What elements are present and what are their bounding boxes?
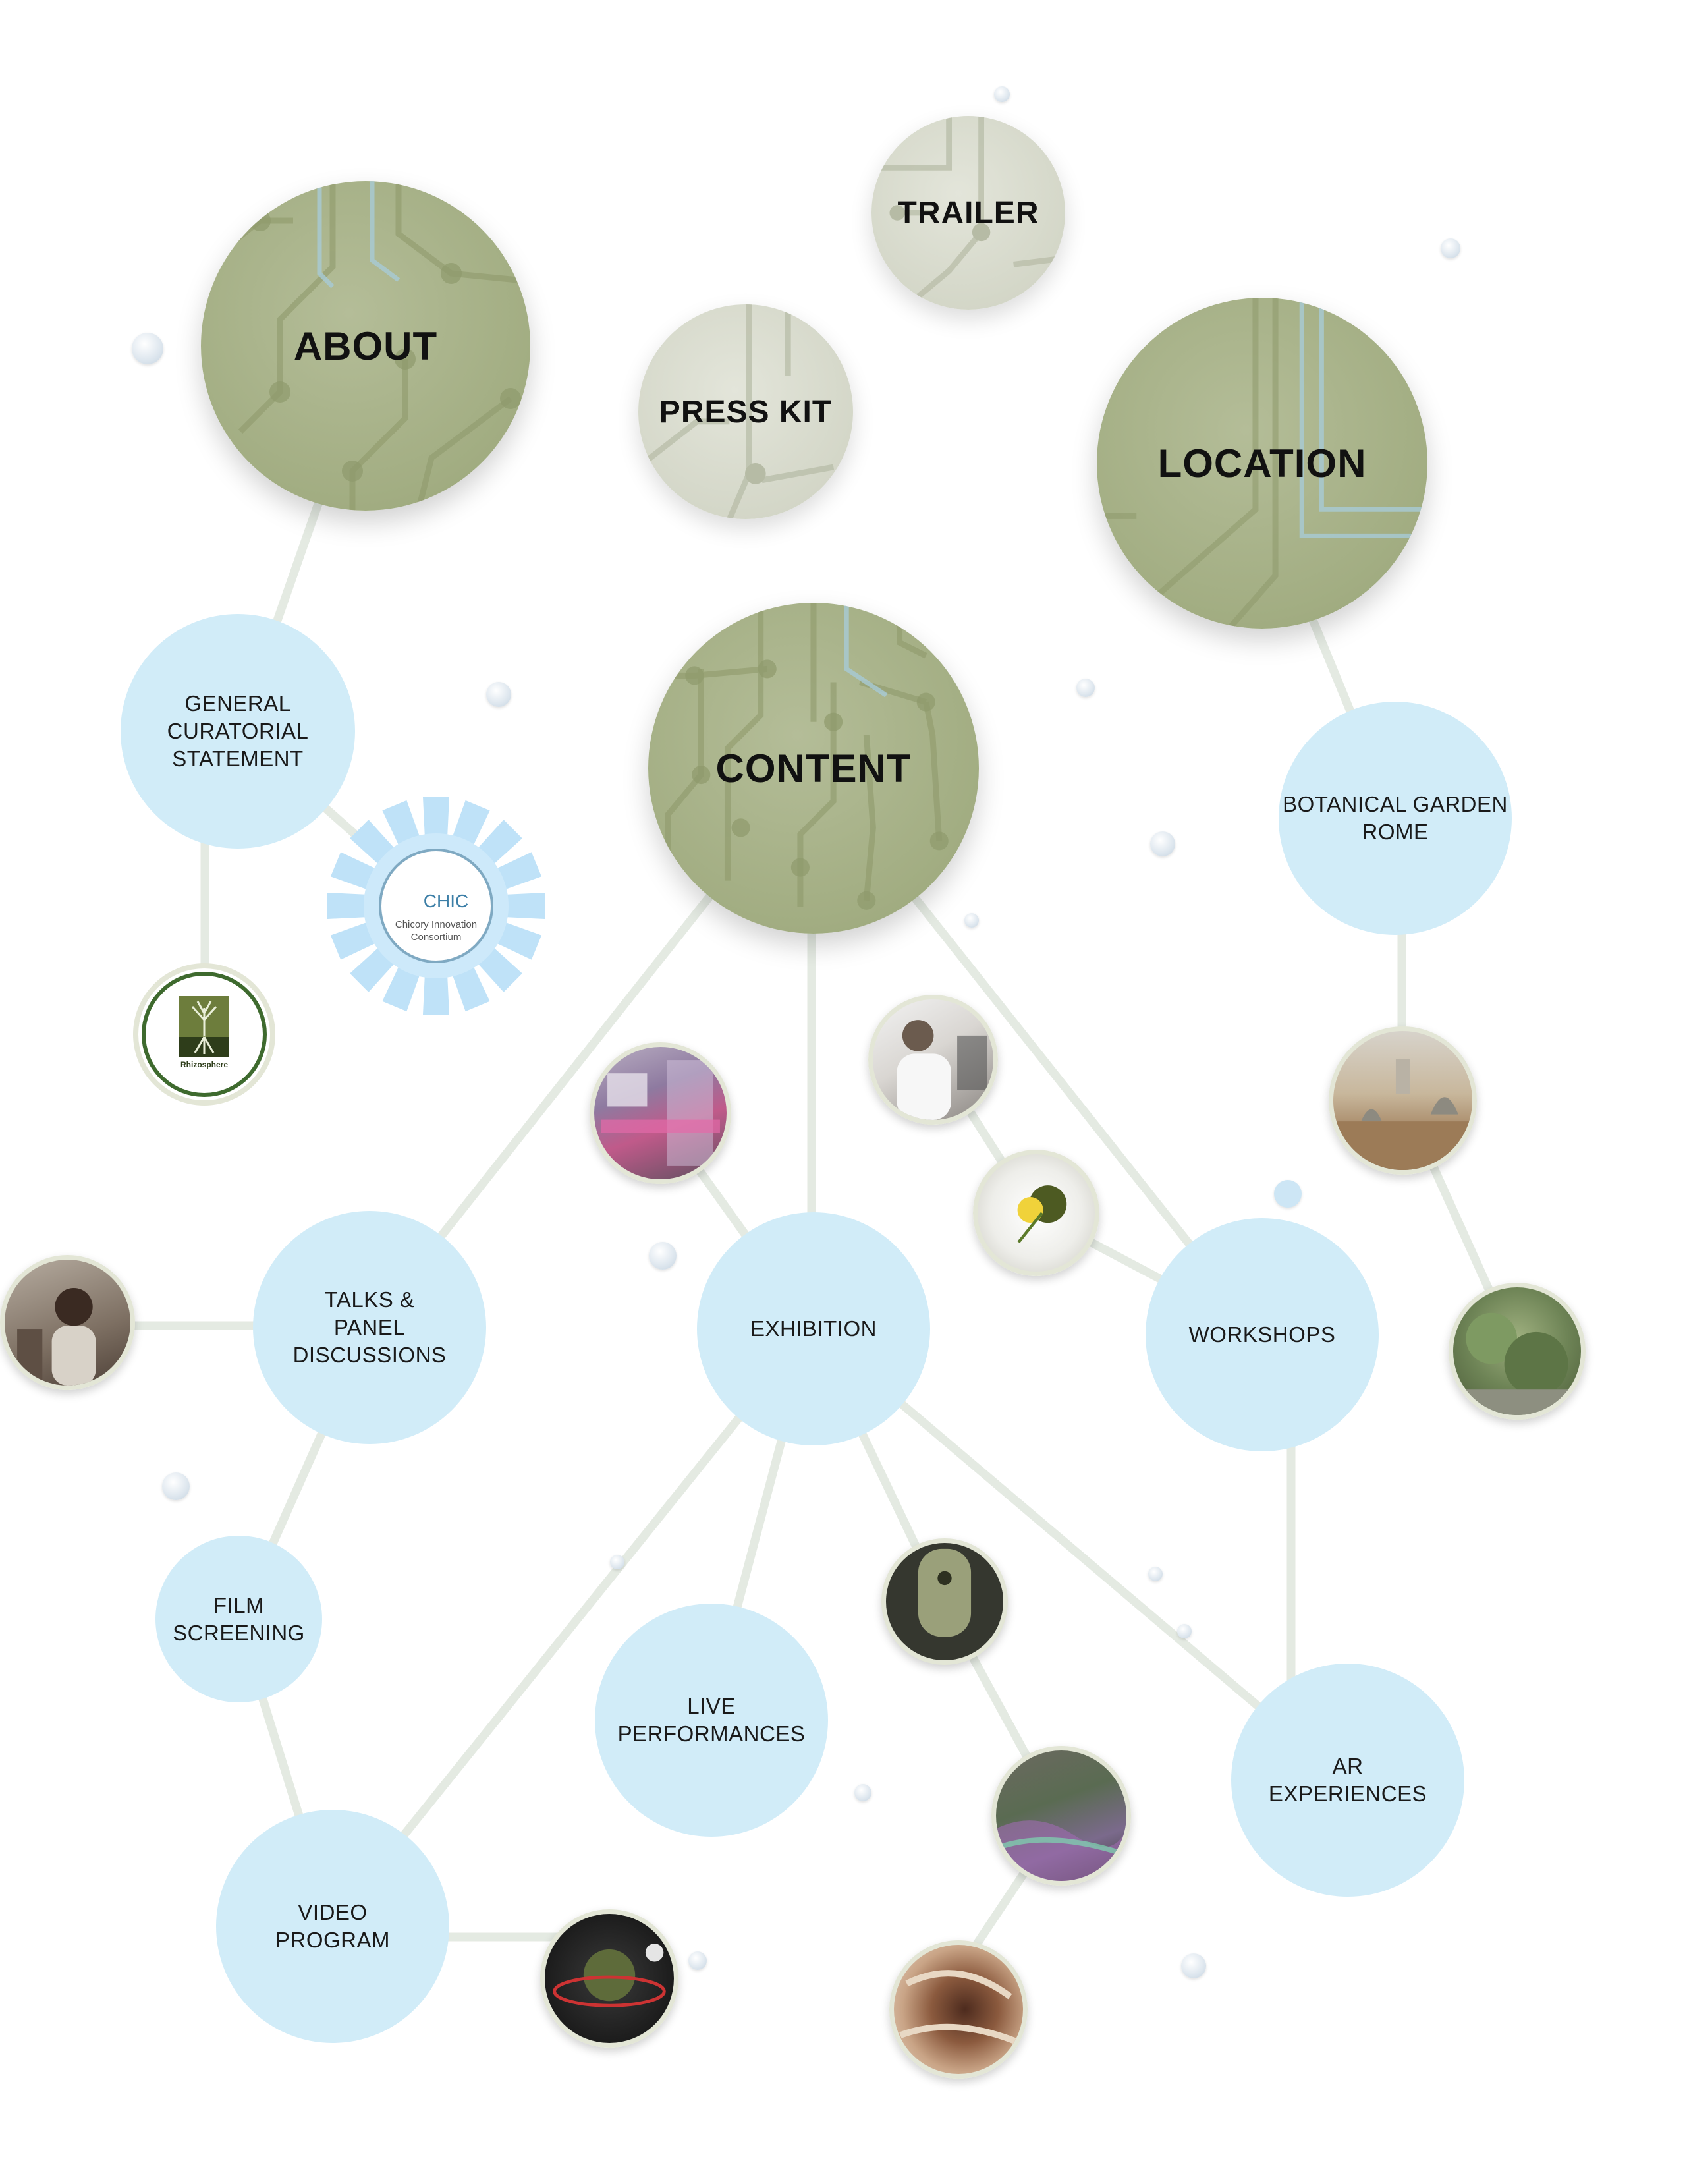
circuit-pattern xyxy=(201,181,521,511)
tree-roots-icon: Rhizosphere xyxy=(133,963,275,1106)
circuit-pattern xyxy=(648,603,949,910)
bubble-dot xyxy=(1148,1567,1163,1581)
video-still-image-icon xyxy=(553,1944,666,2007)
video-program-node[interactable]: VIDEO PROGRAM xyxy=(216,1810,449,2043)
rhizosphere-logo[interactable]: Rhizosphere xyxy=(132,962,277,1107)
circuit-pattern xyxy=(638,304,835,519)
talks-photo-speaker[interactable] xyxy=(0,1255,135,1390)
botanical-photo-rome-skyline[interactable] xyxy=(1329,1026,1477,1175)
bubble-dot xyxy=(1150,831,1175,856)
workshop-photo-plate[interactable] xyxy=(973,1150,1099,1276)
bubble-dot xyxy=(964,913,979,928)
projection-image-icon xyxy=(996,1820,1126,1881)
link-exhibition-video xyxy=(328,1323,816,1928)
talks-panel-discussions-label: TALKS & PANEL DISCUSSIONS xyxy=(292,1287,447,1367)
workshop-photo-chef[interactable] xyxy=(868,995,998,1125)
bubble-dot xyxy=(1181,1953,1206,1978)
bubble-dot xyxy=(994,86,1010,102)
circuit-pattern xyxy=(1097,298,1427,629)
botanical-garden-rome-node[interactable]: BOTANICAL GARDEN ROME xyxy=(1279,702,1512,935)
bubble-dot xyxy=(1274,1180,1302,1208)
exhibition-node[interactable]: EXHIBITION xyxy=(697,1212,930,1445)
exhibition-photo-sand[interactable] xyxy=(889,1940,1028,2079)
trailer-node[interactable]: TRAILER xyxy=(871,116,1065,310)
exhibition-photo-projection[interactable] xyxy=(991,1746,1131,1886)
live-performances-node[interactable]: LIVE PERFORMANCES xyxy=(595,1604,828,1837)
moss-image-icon xyxy=(918,1548,972,1637)
bubble-dot xyxy=(1177,1624,1192,1638)
bubble-dot xyxy=(1441,238,1460,258)
speaker-image-icon xyxy=(17,1287,96,1386)
sand-image-icon xyxy=(899,1970,1018,2045)
rhizosphere-text: Rhizosphere xyxy=(180,1060,228,1069)
garden-image-icon xyxy=(1453,1312,1581,1415)
workshops-node[interactable]: WORKSHOPS xyxy=(1146,1218,1379,1451)
content-label: CONTENT xyxy=(715,746,912,791)
botanical-garden-rome-label: BOTANICAL GARDEN ROME xyxy=(1283,792,1508,844)
bubble-dot xyxy=(649,1242,677,1270)
bubble-dot xyxy=(162,1472,190,1500)
film-screening-node[interactable]: FILM SCREENING xyxy=(155,1536,322,1702)
content-node[interactable]: CONTENT xyxy=(648,603,979,934)
lab-image-icon xyxy=(601,1060,720,1166)
bubble-dot xyxy=(610,1555,624,1569)
film-screening-label: FILM SCREENING xyxy=(173,1592,305,1645)
trailer-label: TRAILER xyxy=(897,195,1039,231)
chic-line1-text: Chicory Innovation xyxy=(395,919,477,930)
general-curatorial-statement-node[interactable]: GENERAL CURATORIAL STATEMENT xyxy=(121,614,355,849)
about-label: ABOUT xyxy=(293,323,438,368)
video-program-label: VIDEO PROGRAM xyxy=(275,1900,390,1952)
ar-experiences-label: AR EXPERIENCES xyxy=(1268,1754,1427,1806)
location-node[interactable]: LOCATION xyxy=(1097,298,1427,629)
live-performances-label: LIVE PERFORMANCES xyxy=(617,1694,806,1746)
general-curatorial-statement-label: GENERAL CURATORIAL STATEMENT xyxy=(167,691,309,771)
botanical-photo-garden[interactable] xyxy=(1449,1283,1586,1420)
bubble-dot xyxy=(132,333,163,364)
press-kit-node[interactable]: PRESS KIT xyxy=(638,304,853,519)
location-label: LOCATION xyxy=(1157,441,1367,486)
talks-panel-discussions-node[interactable]: TALKS & PANEL DISCUSSIONS xyxy=(253,1211,486,1444)
bubble-dot xyxy=(688,1951,707,1970)
chic-short-text: CHIC xyxy=(424,891,468,911)
about-node[interactable]: ABOUT xyxy=(201,181,530,511)
bubble-dot xyxy=(854,1784,871,1801)
chic-logo[interactable]: CHIC Chicory Innovation Consortium xyxy=(318,794,555,1024)
chef-image-icon xyxy=(897,1020,987,1120)
chic-line2-text: Consortium xyxy=(411,932,462,943)
chicory-flower-icon: CHIC Chicory Innovation Consortium xyxy=(327,797,545,1015)
plate-image-icon xyxy=(1017,1185,1067,1243)
bubble-dot xyxy=(486,682,511,707)
ar-experiences-node[interactable]: AR EXPERIENCES xyxy=(1231,1664,1464,1897)
bubble-dot xyxy=(1076,679,1095,697)
exhibition-photo-moss[interactable] xyxy=(881,1538,1008,1665)
press-kit-label: PRESS KIT xyxy=(659,394,833,430)
exhibition-label: EXHIBITION xyxy=(750,1316,877,1341)
workshops-label: WORKSHOPS xyxy=(1188,1322,1336,1347)
exhibition-photo-lab[interactable] xyxy=(590,1042,731,1184)
video-photo-still[interactable] xyxy=(540,1909,678,2048)
cityscape-image-icon xyxy=(1333,1059,1472,1170)
circuit-pattern xyxy=(871,116,1065,306)
